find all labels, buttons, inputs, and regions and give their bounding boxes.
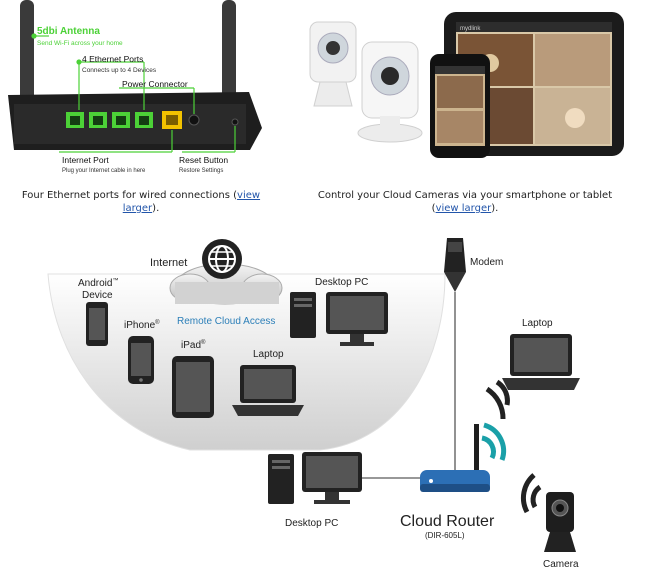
label-reset-sub: Restore Settings xyxy=(179,168,223,174)
modem-icon xyxy=(444,238,466,292)
label-internet-port-sub: Plug your Internet cable in here xyxy=(62,168,146,174)
globe-icon xyxy=(202,239,242,279)
label-internet-port: Internet Port xyxy=(62,155,109,165)
label-laptop-local: Laptop xyxy=(522,318,553,329)
power-connector xyxy=(188,114,200,126)
iphone-icon xyxy=(128,336,154,384)
label-iphone: iPhone® xyxy=(124,319,160,331)
label-android: Android™ xyxy=(78,277,118,289)
router-rear-photo: 5dbi Antenna Send Wi-Fi across your home… xyxy=(4,0,266,180)
label-internet: Internet xyxy=(150,257,187,269)
label-antenna: 5dbi Antenna xyxy=(37,26,100,37)
label-ipad: iPad® xyxy=(181,339,206,351)
antenna-left xyxy=(20,0,34,105)
label-camera: Camera xyxy=(543,559,579,570)
cloud-camera-right xyxy=(357,41,423,143)
label-laptop-remote: Laptop xyxy=(253,349,284,360)
laptop-icon-remote xyxy=(232,365,304,416)
smartphone-device xyxy=(430,54,490,158)
cloud-router-icon xyxy=(420,424,490,492)
antenna-right xyxy=(222,0,236,120)
cloud-cameras-photo: mydlink xyxy=(309,12,624,158)
label-antenna-sub: Send Wi-Fi across your home xyxy=(37,40,123,47)
label-desktop-remote: Desktop PC xyxy=(315,277,368,288)
cloud-camera-left xyxy=(309,21,357,107)
reset-button xyxy=(231,118,239,126)
desktop-pc-icon-local xyxy=(268,452,362,504)
wifi-waves-camera xyxy=(520,473,542,514)
caption-cameras: Control your Cloud Cameras via your smar… xyxy=(317,190,613,214)
label-desktop-local: Desktop PC xyxy=(285,518,338,529)
label-router-model: (DIR-605L) xyxy=(425,531,465,540)
wifi-waves-laptop xyxy=(485,379,510,420)
label-remote-access: Remote Cloud Access xyxy=(177,316,275,327)
label-modem: Modem xyxy=(470,257,503,268)
network-diagram: Internet Remote Cloud Access Android™ De… xyxy=(47,238,580,570)
internet-cloud-icon xyxy=(169,263,283,305)
camera-icon xyxy=(544,492,576,552)
wifi-waves-router xyxy=(481,422,507,461)
view-larger-link-router[interactable]: view larger xyxy=(122,190,261,214)
label-android-device: Device xyxy=(82,290,113,301)
android-device-icon xyxy=(86,302,108,346)
tablet-app-label: mydlink xyxy=(460,26,481,32)
laptop-icon-local xyxy=(502,334,580,390)
ethernet-ports xyxy=(66,112,153,128)
caption-router: Four Ethernet ports for wired connection… xyxy=(21,190,261,214)
label-power: Power Connector xyxy=(122,79,188,89)
label-ethernet: 4 Ethernet Ports xyxy=(82,54,143,64)
label-reset: Reset Button xyxy=(179,155,228,165)
label-router-name: Cloud Router xyxy=(400,513,495,530)
view-larger-link-cameras[interactable]: view larger xyxy=(435,203,492,214)
desktop-pc-icon-remote xyxy=(290,292,388,346)
ipad-icon xyxy=(172,356,214,418)
label-ethernet-sub: Connects up to 4 Devices xyxy=(82,67,157,74)
